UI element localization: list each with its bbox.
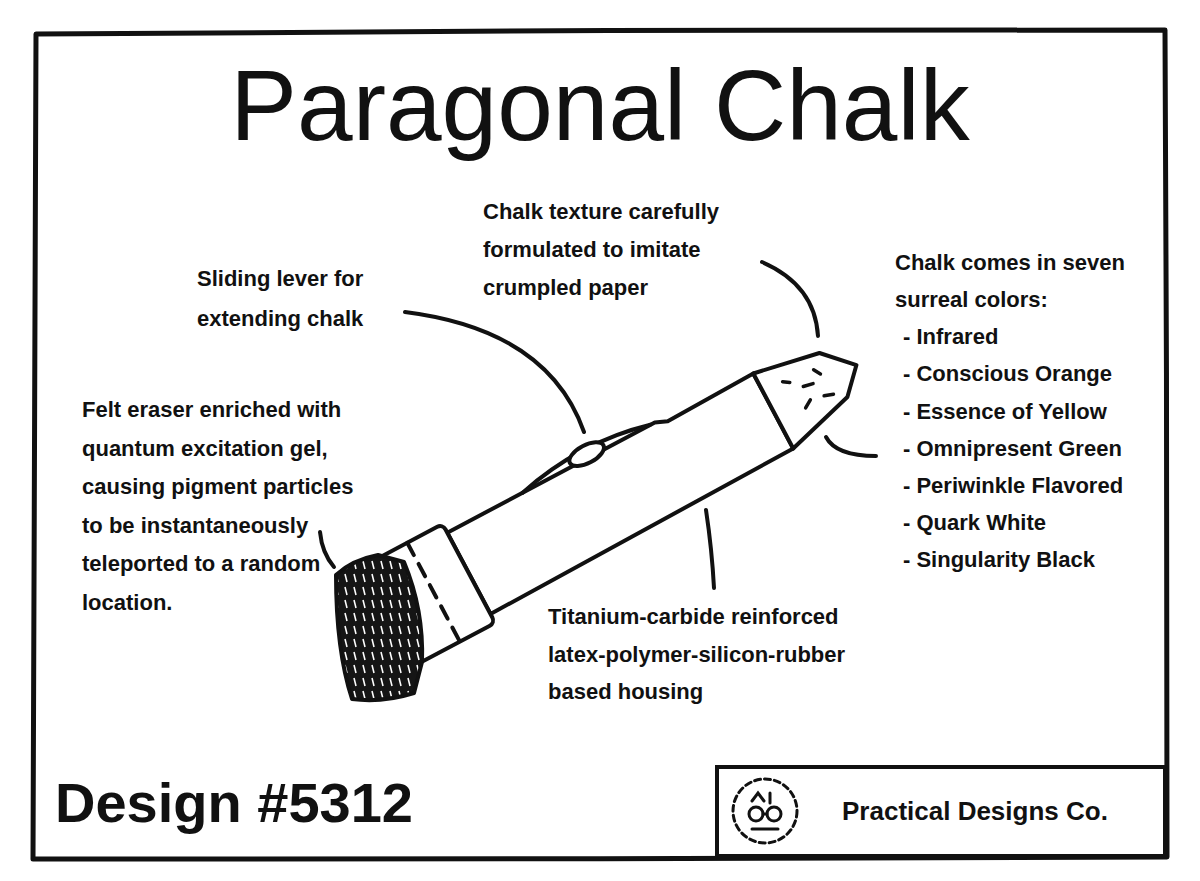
leader-line [762,262,818,336]
color-list-item: - Quark White [903,504,1046,542]
chalk-texture-marks [783,363,834,412]
logo-mark [767,807,781,821]
leader-line [826,437,876,456]
color-list-item: - Conscious Orange [903,355,1112,393]
color-list-item: - Essence of Yellow [903,393,1107,431]
color-list-item: - Singularity Black [903,541,1095,579]
housing [447,371,795,614]
leader-line [405,312,584,432]
color-list-item: - Infrared [903,318,998,356]
callout-text: Chalk comes in seven surreal colors: [895,244,1145,318]
callout-text: Titanium-carbide reinforced latex-polyme… [548,598,868,711]
company-logo [733,779,797,843]
leader-line [320,532,334,567]
color-list-item: - Periwinkle Flavored [903,467,1123,505]
sliding-lever [566,437,608,471]
felt-eraser [336,555,422,700]
callout-text: Felt eraser enriched with quantum excita… [82,391,367,622]
design-number: Design #5312 [55,775,413,831]
callout-text: Sliding lever for extending chalk [197,259,402,339]
color-list-item: - Omnipresent Green [903,430,1122,468]
logo-mark [749,807,763,821]
title: Paragonal Chalk [0,55,1200,155]
logo-ring [733,779,797,843]
leader-lines [320,262,876,588]
logo-mark [752,793,778,829]
company-name: Practical Designs Co. [842,796,1108,827]
company-box: Practical Designs Co. [715,765,1167,858]
callout-text: Chalk texture carefully formulated to im… [483,193,783,307]
chalk-tip [753,329,877,449]
leader-line [706,510,714,588]
